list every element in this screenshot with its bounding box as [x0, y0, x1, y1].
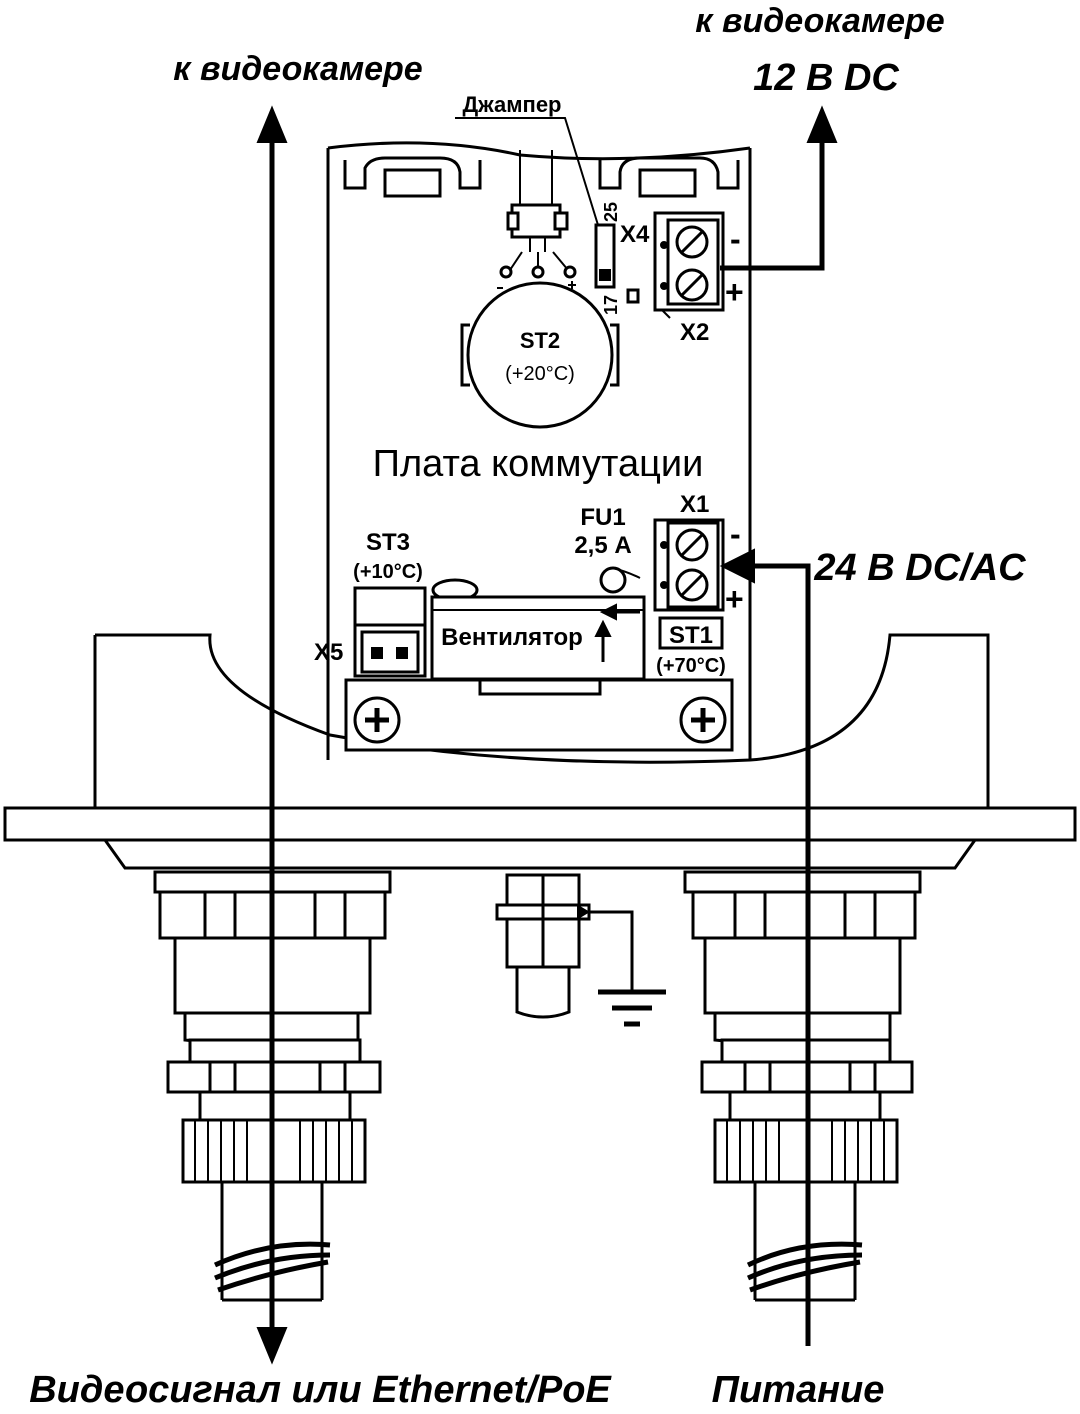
camera-12v-wire [720, 105, 838, 271]
fu1-fuse: FU1 2,5 А [574, 504, 641, 594]
jumper-label: Джампер [462, 92, 561, 117]
x4-label: X4 [620, 221, 650, 248]
label-12v-dc: 12 В DC [753, 57, 899, 99]
arrow-up-icon [256, 105, 288, 143]
x1-minus-sign: - [730, 516, 741, 552]
ground-bolt [495, 873, 666, 1027]
fu1-label: FU1 [580, 504, 625, 531]
video-signal-wire [256, 105, 288, 1365]
st3-temp-label: (+10°C) [353, 561, 423, 583]
x2-terminal: X2 - + [653, 211, 744, 346]
x1-terminal: X1 - + [653, 491, 744, 617]
label-video-signal: Видеосигнал или Ethernet/PoE [29, 1369, 612, 1411]
x1-plus-sign: + [725, 581, 744, 617]
st2-temp-label: (+20°C) [505, 363, 575, 385]
arrow-down-icon [256, 1327, 288, 1365]
st2-thermostat: ST2 (+20°C) [460, 150, 620, 429]
label-to-camera-left: к видеокамере [173, 50, 422, 88]
x2-minus-sign: - [730, 221, 741, 257]
fan: Вентилятор [430, 578, 646, 681]
st3-thermostat: ST3 (+10°C) X5 [314, 529, 427, 678]
board-label: Плата коммутации [373, 443, 704, 485]
st1-thermostat: ST1 (+70°C) [656, 616, 726, 677]
power-wire [719, 548, 811, 1346]
label-power: Питание [712, 1369, 885, 1411]
x2-plus-sign: + [725, 274, 744, 310]
fu1-rating-label: 2,5 А [574, 532, 631, 559]
st3-label: ST3 [366, 529, 410, 556]
x1-label: X1 [680, 491, 709, 518]
label-24v-dc-ac: 24 В DC/AC [813, 547, 1026, 589]
mounting-plate [344, 678, 734, 752]
st2-label: ST2 [520, 328, 560, 353]
jumper-x4: Джампер 25 17 X4 [455, 92, 650, 315]
pin-17-label: 17 [601, 295, 621, 315]
fan-label: Вентилятор [441, 624, 583, 651]
arrow-up-icon [806, 105, 838, 143]
housing-flange [3, 806, 1077, 870]
label-to-camera-right: к видеокамере [695, 2, 944, 40]
housing-body [93, 633, 990, 808]
x2-label: X2 [680, 319, 709, 346]
arrow-left-icon [719, 548, 755, 584]
st1-temp-label: (+70°C) [656, 655, 726, 677]
st1-label: ST1 [669, 622, 713, 649]
right-cable-gland [683, 870, 922, 1302]
x5-label: X5 [314, 639, 343, 666]
pin-25-label: 25 [601, 202, 621, 222]
